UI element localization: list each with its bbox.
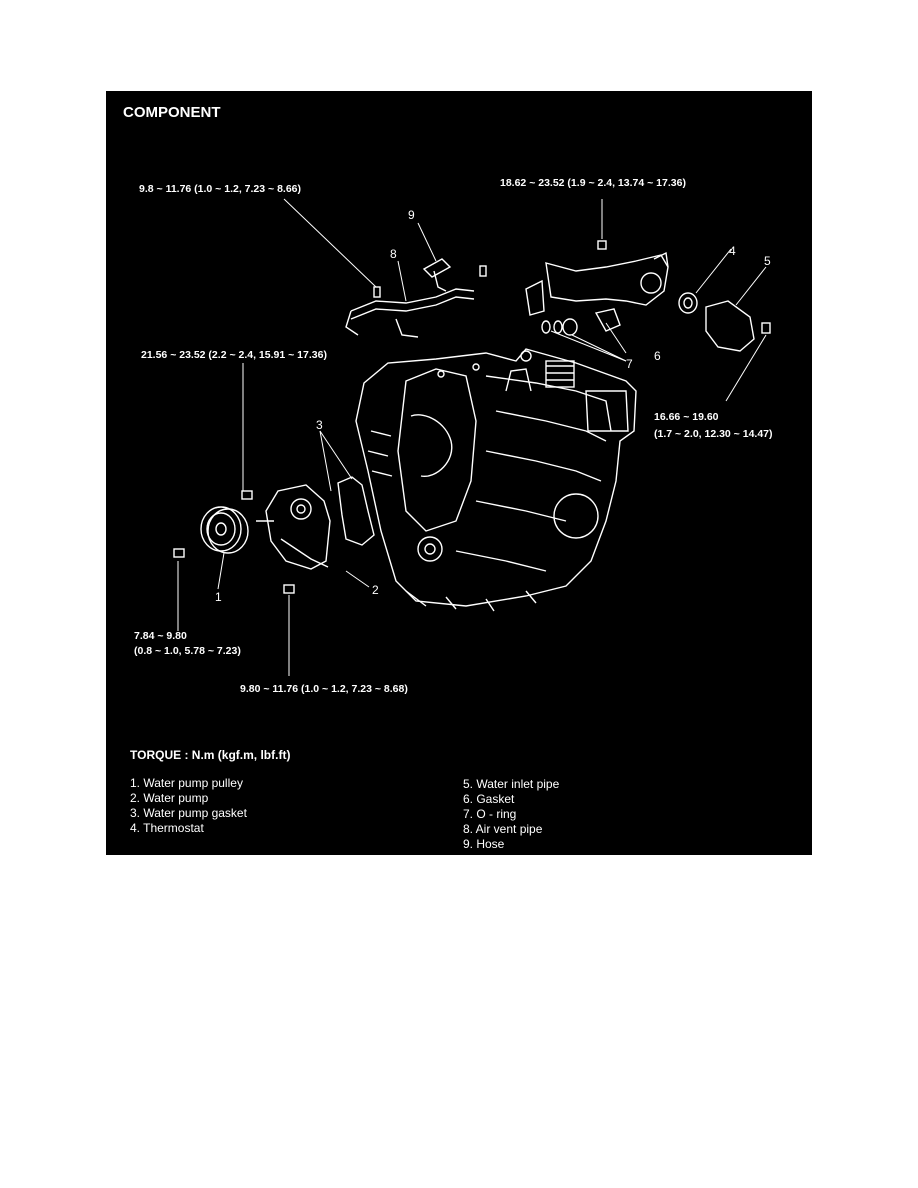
legend-item-4: 4. Thermostat [130, 821, 204, 835]
water-pump-pulley [200, 506, 249, 554]
inlet-cover [705, 300, 755, 352]
water-pump [256, 484, 331, 570]
legend-item-7: 7. O - ring [463, 807, 517, 821]
callout-7: 7 [626, 357, 633, 371]
callout-6: 6 [654, 349, 661, 363]
torque-label-air-vent-bolt: 9.8 ~ 11.76 (1.0 ~ 1.2, 7.23 ~ 8.66) [139, 183, 302, 195]
hose [422, 258, 452, 278]
torque-label-inlet-pipe-bolt: 18.62 ~ 23.52 (1.9 ~ 2.4, 13.74 ~ 17.36) [500, 177, 686, 189]
callout-1: 1 [215, 590, 222, 604]
bolt-icons [173, 240, 771, 594]
torque-label-water-pump-bolt: 21.56 ~ 23.52 (2.2 ~ 2.4, 15.91 ~ 17.36) [141, 349, 327, 361]
component-diagram-panel: COMPONENT 9.8 ~ 11.76 (1.0 ~ 1.2, 7.23 ~… [106, 91, 812, 855]
thermostat [678, 292, 698, 314]
legend-title: TORQUE : N.m (kgf.m, lbf.ft) [130, 748, 291, 762]
page-title: COMPONENT [123, 104, 221, 121]
legend-item-8: 8. Air vent pipe [463, 822, 543, 836]
legend-item-3: 3. Water pump gasket [130, 806, 247, 820]
callout-9: 9 [408, 208, 415, 222]
callout-5: 5 [764, 254, 771, 268]
water-pump-gasket [337, 476, 375, 546]
callout-8: 8 [390, 247, 397, 261]
legend-item-1: 1. Water pump pulley [130, 776, 243, 790]
legend-item-6: 6. Gasket [463, 792, 515, 806]
torque-label-inlet-cover-bolt-2: (1.7 ~ 2.0, 12.30 ~ 14.47) [654, 428, 773, 440]
torque-label-pulley-bolt-1: 7.84 ~ 9.80 [134, 630, 187, 642]
legend-item-2: 2. Water pump [130, 791, 209, 805]
torque-label-inlet-cover-bolt-1: 16.66 ~ 19.60 [654, 411, 719, 423]
torque-label-pulley-bolt-2: (0.8 ~ 1.0, 5.78 ~ 7.23) [134, 645, 241, 657]
callout-2: 2 [372, 583, 379, 597]
torque-label-lower-bolt: 9.80 ~ 11.76 (1.0 ~ 1.2, 7.23 ~ 8.68) [240, 683, 408, 695]
leader-lines [177, 198, 767, 676]
engine-block [355, 348, 637, 612]
o-ring [541, 318, 578, 336]
callout-3: 3 [316, 418, 323, 432]
legend-item-5: 5. Water inlet pipe [463, 777, 560, 791]
water-inlet-pipe [525, 251, 669, 316]
callout-4: 4 [729, 244, 736, 258]
gasket [594, 308, 621, 332]
legend-item-9: 9. Hose [463, 837, 505, 851]
engine-cooling-illustration [173, 198, 771, 676]
air-vent-pipe [345, 270, 475, 338]
